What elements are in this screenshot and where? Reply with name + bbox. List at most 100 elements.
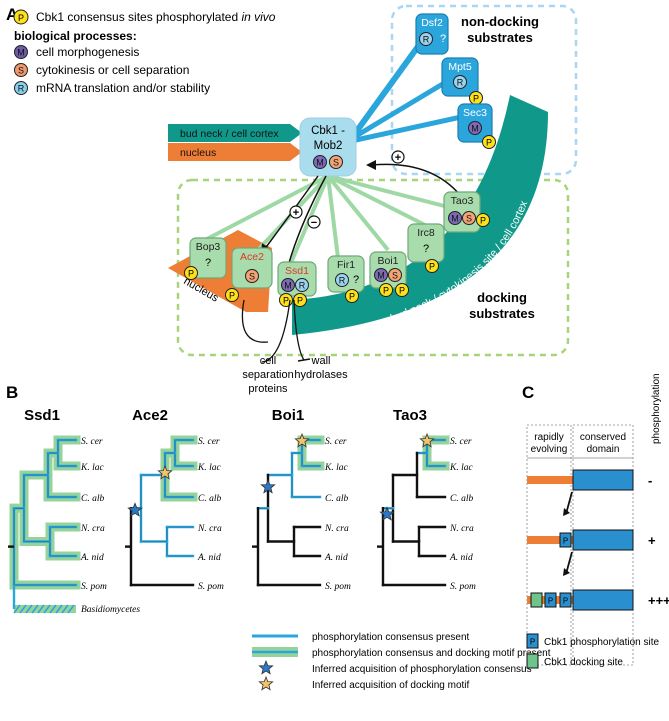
irc8-p-badge: P <box>425 259 439 273</box>
ssd1-p-badge-2: P <box>293 293 307 307</box>
docking-site-box <box>530 592 543 608</box>
boi1-p-badge-2: P <box>395 283 409 297</box>
svg-text:M: M <box>316 158 324 168</box>
docking-star-icon <box>294 432 310 448</box>
svg-text:?: ? <box>423 243 429 255</box>
process-label-0: cell morphogenesis <box>36 45 139 59</box>
phosphorylation-axis-label: phosphorylation <box>651 373 662 444</box>
fir1-p-badge: P <box>345 289 359 303</box>
svg-text:separation: separation <box>242 369 293 381</box>
process-label-1: cytokinesis or cell separation <box>36 63 189 77</box>
svg-text:P: P <box>297 296 303 306</box>
wall-hydrolases-label: wall hydrolases <box>294 355 348 381</box>
phospho-level-0: - <box>648 473 652 488</box>
legend-b-item-0: phosphorylation consensus present <box>312 632 470 643</box>
non-docking-title-2: substrates <box>467 30 533 45</box>
consensus-badge-letter: P <box>18 13 24 23</box>
tree-title-ssd1: Ssd1 <box>24 407 60 424</box>
svg-text:R: R <box>18 84 25 94</box>
svg-text:wall: wall <box>311 355 331 367</box>
svg-text:cell: cell <box>260 355 277 367</box>
svg-text:Cbk1 -: Cbk1 - <box>311 125 345 137</box>
species-label: S. pom <box>450 582 476 592</box>
species-label: S. pom <box>325 582 351 592</box>
panel-b-label: B <box>6 383 18 402</box>
kinase-badge-m: M <box>313 155 327 169</box>
legend-b-item-3: Inferred acquisition of docking motif <box>312 680 470 691</box>
species-label: K. lac <box>197 463 221 473</box>
svg-text:P: P <box>563 537 568 546</box>
svg-text:M: M <box>471 124 479 134</box>
phospho-site-box <box>559 592 572 608</box>
rapidly-label-2: evolving <box>531 444 568 455</box>
phospho-star-icon <box>379 506 395 521</box>
legend-b-item-2: Inferred acquisition of phosphorylation … <box>312 664 532 675</box>
tao3-p-badge: P <box>476 213 490 227</box>
ace2-badge-s: S <box>245 269 259 283</box>
legend-c-docking: Cbk1 docking site <box>544 657 623 668</box>
phospho-level-2: +++ <box>648 593 669 608</box>
svg-text:Mpt5: Mpt5 <box>448 61 472 73</box>
species-label: N. cra <box>449 524 474 534</box>
svg-text:P: P <box>349 292 355 302</box>
phospho-star-icon <box>127 502 143 517</box>
svg-text:Ace2: Ace2 <box>240 251 264 263</box>
species-label: S. cer <box>325 437 347 447</box>
svg-text:M: M <box>451 214 459 224</box>
docking-link-0 <box>204 174 329 242</box>
svg-text:P: P <box>188 269 194 279</box>
svg-text:R: R <box>457 78 464 88</box>
species-label: C. alb <box>450 494 473 504</box>
legend-c-phospho: Cbk1 phosphorylation site <box>544 637 660 648</box>
svg-text:P: P <box>399 286 405 296</box>
neck-tag <box>168 124 302 142</box>
svg-text:M: M <box>377 271 385 281</box>
boi1-p-badge-1: P <box>379 283 393 297</box>
svg-text:Irc8: Irc8 <box>417 227 435 239</box>
non-docking-title-1: non-docking <box>461 14 539 29</box>
svg-text:P: P <box>229 291 235 301</box>
rapidly-label-1: rapidly <box>534 432 563 443</box>
consensus-legend-text: Cbk1 consensus sites phosphorylated in v… <box>36 10 276 24</box>
legend-b-item-1: phosphorylation consensus and docking mo… <box>312 648 551 659</box>
svg-text:Boi1: Boi1 <box>377 255 398 267</box>
tao3-sec3-arrow <box>371 163 461 196</box>
docking-title-1: docking <box>477 290 527 305</box>
fir1-badge-r: R <box>335 273 349 287</box>
svg-text:M: M <box>284 281 292 291</box>
neck-tag-label: bud neck / cell cortex <box>180 128 279 140</box>
svg-text:Sec3: Sec3 <box>463 107 487 119</box>
phospho-star-icon <box>260 478 276 494</box>
irc8-node: Irc8? <box>407 223 445 263</box>
svg-text:S: S <box>249 272 255 282</box>
species-label: C. alb <box>81 494 104 504</box>
sec3-p-badge: P <box>482 135 496 149</box>
svg-text:P: P <box>563 597 568 606</box>
phospho-level-1: + <box>648 533 656 548</box>
cell-separation-proteins-label: cell separation proteins <box>242 355 293 395</box>
species-label: N. cra <box>80 524 105 534</box>
dsf2-badge-r: R <box>419 32 433 46</box>
species-label: A. nid <box>449 553 473 563</box>
species-label: C. alb <box>198 494 221 504</box>
ssd1-badge-r: R <box>295 278 309 292</box>
docking-link-5 <box>327 174 426 227</box>
tao3-badge-m: M <box>448 211 462 225</box>
svg-text:P: P <box>486 138 492 148</box>
species-label: K. lac <box>80 463 104 473</box>
panel-a-legend: P Cbk1 consensus sites phosphorylated in… <box>13 9 276 95</box>
conserved-label-2: domain <box>587 444 620 455</box>
processes-title: biological processes: <box>14 29 137 43</box>
svg-text:Fir1: Fir1 <box>337 259 355 271</box>
docking-title-2: substrates <box>469 306 535 321</box>
svg-text:Tao3: Tao3 <box>451 195 474 207</box>
